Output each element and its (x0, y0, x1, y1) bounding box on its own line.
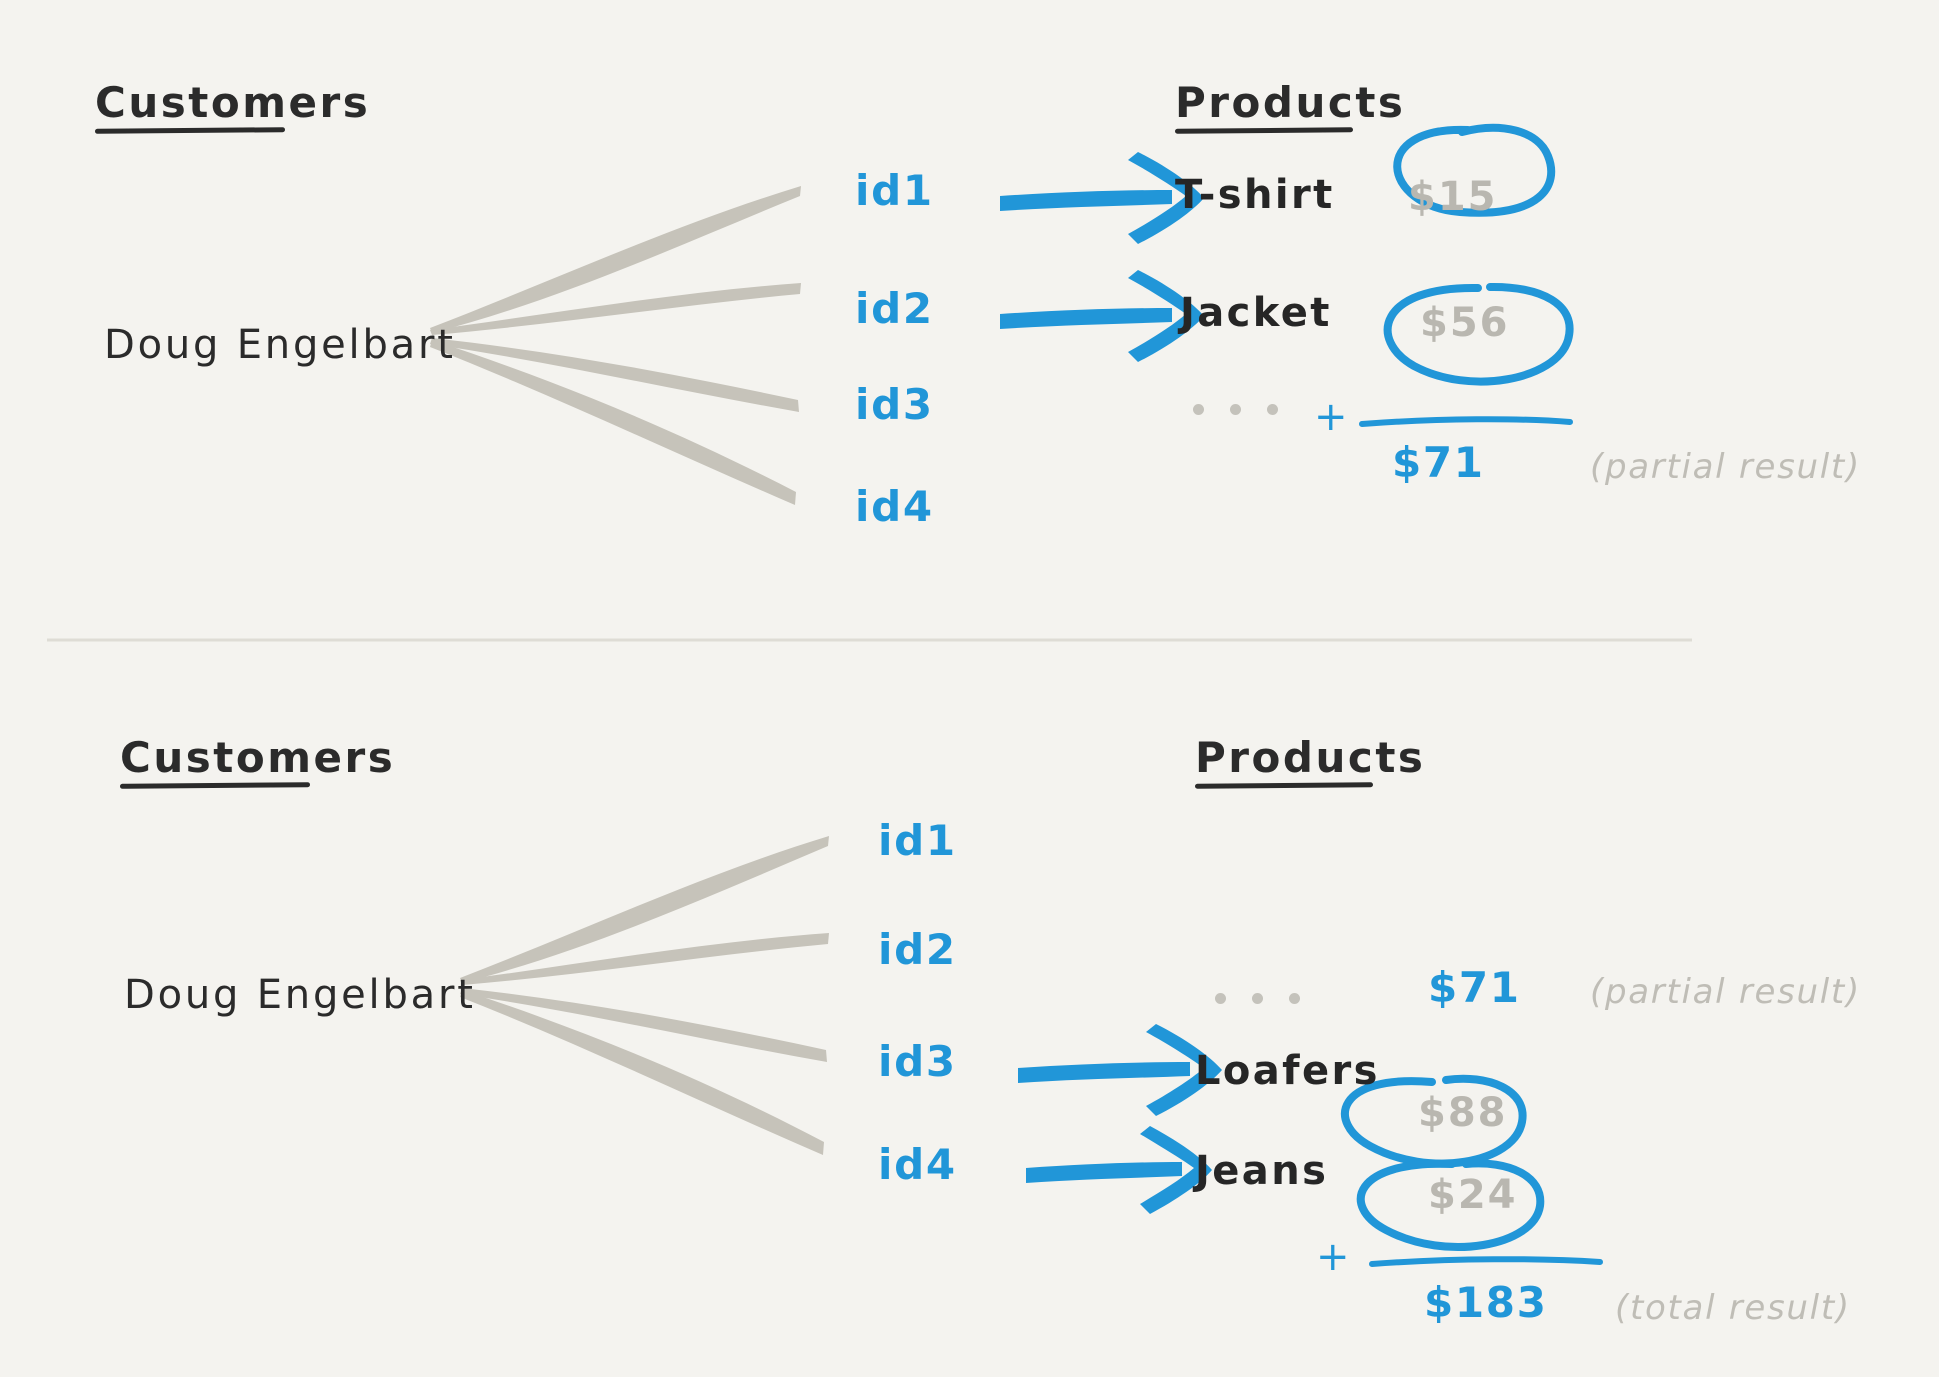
ellipsis-top (1193, 404, 1278, 415)
price-bottom-3: $88 (1418, 1090, 1508, 1136)
fan-lines-bottom (460, 836, 829, 1155)
arrow-bottom-id3 (1018, 1024, 1222, 1116)
id-label-bottom-4[interactable]: id4 (878, 1140, 957, 1189)
id-label-bottom-2[interactable]: id2 (878, 925, 957, 974)
products-heading-bottom: Products (1195, 733, 1426, 782)
sum-rule-bottom (1369, 1256, 1603, 1267)
sum-annotation-top: (partial result) (1590, 447, 1861, 487)
customer-name-bottom: Doug Engelbart (124, 972, 476, 1018)
arrow-top-id1 (1000, 152, 1204, 244)
sum-rule-top (1359, 416, 1573, 427)
product-name-bottom-3: Loafers (1195, 1048, 1380, 1094)
sum-value-top: $71 (1392, 438, 1485, 487)
fan-line-top-2 (430, 283, 801, 335)
product-name-bottom-4: Jeans (1195, 1148, 1329, 1194)
id-label-top-4[interactable]: id4 (855, 482, 934, 531)
arrow-bottom-id4 (1026, 1126, 1212, 1214)
price-bottom-4: $24 (1428, 1172, 1518, 1218)
fan-line-top-4 (430, 340, 796, 505)
id-label-top-1[interactable]: id1 (855, 166, 934, 215)
products-heading-underline-top (1174, 127, 1354, 134)
customers-heading-underline-bottom (119, 782, 311, 789)
id-label-bottom-3[interactable]: id3 (878, 1037, 957, 1086)
price-top-2: $56 (1420, 300, 1510, 346)
fan-line-bottom-2 (460, 933, 829, 985)
fan-line-bottom-1 (460, 836, 829, 983)
sum-annotation-bottom: (total result) (1615, 1288, 1851, 1328)
product-name-top-2: Jacket (1180, 290, 1332, 336)
ellipsis-bottom (1215, 993, 1300, 1004)
arrow-top-id2 (1000, 270, 1204, 362)
plus-sign-bottom: + (1316, 1234, 1351, 1280)
fan-lines-top (430, 186, 801, 505)
carried-annotation-bottom: (partial result) (1590, 972, 1861, 1012)
fan-line-bottom-3 (460, 988, 827, 1062)
customers-heading-top: Customers (95, 78, 371, 127)
products-heading-top: Products (1175, 78, 1406, 127)
carried-value-bottom: $71 (1428, 963, 1521, 1012)
customers-heading-bottom: Customers (120, 733, 396, 782)
price-top-1: $15 (1408, 174, 1498, 220)
product-name-top-1: T-shirt (1175, 172, 1335, 218)
fan-line-bottom-4 (460, 990, 824, 1155)
id-label-bottom-1[interactable]: id1 (878, 816, 957, 865)
id-label-top-2[interactable]: id2 (855, 284, 934, 333)
fan-line-top-3 (430, 338, 799, 412)
sum-value-bottom: $183 (1424, 1278, 1548, 1327)
customer-name-top: Doug Engelbart (104, 322, 456, 368)
products-heading-underline-bottom (1194, 782, 1374, 789)
customers-heading-underline-top (94, 127, 286, 134)
fan-line-top-1 (430, 186, 801, 333)
plus-sign-top: + (1314, 394, 1349, 440)
id-label-top-3[interactable]: id3 (855, 380, 934, 429)
